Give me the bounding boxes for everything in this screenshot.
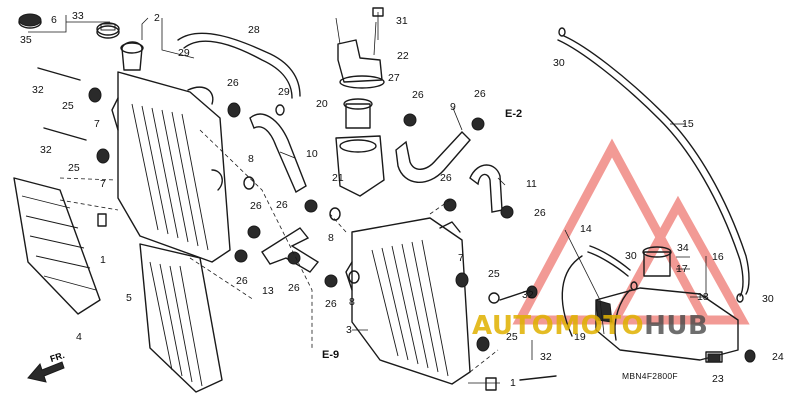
callout-19: 19: [574, 331, 586, 343]
callout-30b: 30: [625, 250, 637, 262]
callout-7b: 7: [100, 178, 106, 190]
callout-26h: 26: [474, 88, 486, 100]
callout-15: 15: [682, 118, 694, 130]
callout-10: 10: [306, 148, 318, 160]
ref-e9: E-9: [322, 349, 340, 361]
ref-e2: E-2: [505, 108, 523, 120]
callout-29b: 29: [278, 86, 290, 98]
callout-21: 21: [332, 172, 344, 184]
callout-25a: 25: [62, 100, 74, 112]
front-arrow-icon: [27, 361, 65, 383]
callout-26b: 26: [250, 200, 262, 212]
watermark-logo: AUTOMOTOHUB: [472, 311, 708, 341]
diagram-code: MBN4F2800F: [622, 371, 678, 381]
callout-28: 28: [248, 24, 260, 36]
callout-32a: 32: [32, 84, 44, 96]
callout-31: 31: [396, 15, 408, 27]
clamps-bolts: [37, 27, 756, 391]
callout-8c: 8: [349, 296, 355, 308]
reserve-tank: [595, 246, 739, 363]
callout-23: 23: [712, 373, 724, 385]
callout-34: 34: [677, 242, 689, 254]
callout-7c: 7: [458, 252, 464, 264]
callout-33: 33: [72, 10, 84, 22]
callout-26c: 26: [276, 199, 288, 211]
callout-1a: 1: [100, 254, 106, 266]
callout-2: 2: [154, 12, 160, 24]
callout-4: 4: [76, 331, 82, 343]
radiator-cap: [18, 13, 120, 39]
callout-13: 13: [262, 285, 274, 297]
callout-1b: 1: [510, 377, 516, 389]
callout-14: 14: [580, 223, 592, 235]
callout-6: 6: [51, 14, 57, 26]
callout-32b: 32: [40, 144, 52, 156]
callout-26e: 26: [288, 282, 300, 294]
callout-26f: 26: [325, 298, 337, 310]
watermark-text-b: HUB: [644, 311, 709, 341]
callout-27: 27: [388, 72, 400, 84]
callout-5: 5: [126, 292, 132, 304]
callout-3: 3: [346, 324, 352, 336]
left-radiator: [111, 41, 231, 263]
right-radiator: [345, 217, 471, 385]
callout-25c: 25: [488, 268, 500, 280]
callout-17: 17: [676, 263, 688, 275]
callout-26i: 26: [440, 172, 452, 184]
callout-9: 9: [450, 101, 456, 113]
callout-24: 24: [772, 351, 784, 363]
shroud-louvers: [13, 177, 223, 393]
callout-22: 22: [397, 50, 409, 62]
callout-26j: 26: [534, 207, 546, 219]
watermark-text-a: AUTOMOTO: [472, 311, 645, 341]
leader-lines: [28, 15, 707, 384]
callout-25b: 25: [68, 162, 80, 174]
callout-8b: 8: [328, 232, 334, 244]
callout-25d: 25: [506, 331, 518, 343]
hoses: [177, 32, 750, 337]
callout-29a: 29: [178, 47, 190, 59]
watermark-triangles: [512, 138, 750, 325]
callout-32d: 32: [540, 351, 552, 363]
callout-20: 20: [316, 98, 328, 110]
callout-16: 16: [712, 251, 724, 263]
callout-11: 11: [526, 178, 537, 190]
callout-32c: 32: [522, 289, 534, 301]
callout-26a: 26: [227, 77, 239, 89]
callout-30c: 30: [762, 293, 774, 305]
thermostat-housing: [335, 7, 385, 197]
callout-7a: 7: [94, 118, 100, 130]
callout-30a: 30: [553, 57, 565, 69]
callout-26g: 26: [412, 89, 424, 101]
callout-35: 35: [20, 34, 32, 46]
callout-8a: 8: [248, 153, 254, 165]
callout-18: 18: [697, 291, 709, 303]
callout-26d: 26: [236, 275, 248, 287]
